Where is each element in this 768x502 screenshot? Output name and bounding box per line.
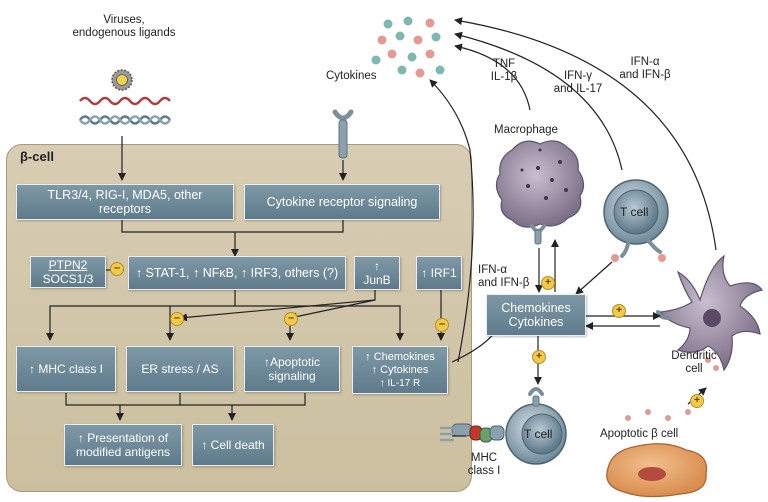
t-cell-upper bbox=[603, 179, 669, 262]
dendritic-cell bbox=[656, 254, 763, 372]
plus-badge-macrophage: + bbox=[541, 276, 555, 290]
extracellular-arrows bbox=[429, 17, 717, 437]
chemokines-inner-line2: ↑ Cytokines bbox=[371, 363, 429, 376]
cytokine-receptor-icon bbox=[332, 109, 354, 159]
cytokine-dots bbox=[371, 16, 445, 78]
virus-label-line2: endogenous ligands bbox=[72, 27, 176, 39]
ptpn2-line2: SOCS1/3 bbox=[42, 272, 94, 286]
presentation-box: ↑ Presentation of modified antigens bbox=[64, 424, 182, 466]
plus-badge-apoptotic: + bbox=[690, 394, 704, 408]
junb-box: ↑ JunB bbox=[354, 256, 400, 290]
plus-badge-tcell: + bbox=[532, 350, 546, 364]
dendritic-label-line2: cell bbox=[685, 363, 703, 375]
cytokines-top-label: Cytokines bbox=[326, 70, 377, 82]
chemokines-inner-line3: ↑ IL-17 R bbox=[379, 377, 421, 389]
tnf-label-line1: TNF bbox=[492, 58, 516, 70]
ptpn2-line1: PTPN2 bbox=[48, 258, 88, 272]
cell-death-box: ↑ Cell death bbox=[192, 424, 274, 466]
stat1-box: ↑ STAT-1, ↑ NFκB, ↑ IRF3, others (?) bbox=[128, 256, 346, 290]
mhc-class-i-box: ↑ MHC class I bbox=[16, 346, 116, 392]
er-stress-box: ER stress / AS bbox=[126, 346, 234, 392]
chemokines-center-line1: Chemokines bbox=[501, 301, 571, 315]
apoptotic-signaling-box: ↑Apoptotic signaling bbox=[244, 346, 340, 392]
ifna-mid-label-line2: and IFN-β bbox=[478, 277, 530, 289]
apoptotic-signaling-line1: ↑Apoptotic bbox=[263, 355, 321, 369]
ifng-label: IFN-γ and IL-17 bbox=[548, 70, 608, 96]
dendritic-label-line1: Dendritic bbox=[671, 350, 717, 362]
tnf-label: TNF IL-1β bbox=[484, 58, 524, 84]
ifna-mid-label-line1: IFN-α bbox=[478, 264, 508, 276]
irf1-box: ↑ IRF1 bbox=[416, 256, 462, 290]
apoptotic-beta-cell bbox=[606, 409, 708, 498]
chemokines-inner-line1: ↑ Chemokines bbox=[365, 350, 435, 363]
macrophage-label: Macrophage bbox=[494, 124, 558, 136]
ifna-mid-label: IFN-α and IFN-β bbox=[478, 264, 538, 290]
ifna-top-label-line1: IFN-α bbox=[630, 56, 660, 68]
dendritic-label: Dendritic cell bbox=[664, 350, 724, 376]
t-cell-upper-label: T cell bbox=[620, 205, 649, 219]
minus-badge-irf1: – bbox=[435, 318, 449, 332]
virus-particle-icon bbox=[111, 69, 133, 91]
ifng-label-line2: and IL-17 bbox=[553, 83, 603, 95]
t-cell-lower-label: T cell bbox=[524, 427, 553, 441]
ifng-label-line1: IFN-γ bbox=[563, 70, 593, 82]
presentation-line1: ↑ Presentation of bbox=[77, 431, 169, 445]
mhc-label: MHC class I bbox=[462, 452, 506, 478]
beta-cell-label: β-cell bbox=[20, 149, 54, 164]
tnf-label-line2: IL-1β bbox=[490, 71, 518, 83]
chemokines-center-line2: Cytokines bbox=[508, 315, 564, 329]
chemokines-center-box: Chemokines Cytokines bbox=[486, 294, 586, 336]
macrophage-cell bbox=[495, 140, 585, 245]
minus-badge-apoptotic: – bbox=[284, 312, 298, 326]
mhc-label-line1: MHC bbox=[470, 452, 498, 464]
nucleic-acid-icon bbox=[78, 96, 172, 125]
plus-badge-dendritic: + bbox=[612, 304, 626, 318]
apoptotic-beta-label: Apoptotic β cell bbox=[600, 428, 679, 440]
t-cell-lower bbox=[440, 387, 567, 465]
minus-badge-er: – bbox=[170, 312, 184, 326]
ifna-top-label: IFN-α and IFN-β bbox=[612, 56, 678, 82]
ptpn2-box: PTPN2 SOCS1/3 bbox=[30, 256, 106, 288]
virus-label: Viruses, endogenous ligands bbox=[64, 14, 184, 40]
beta-cell-arrows bbox=[46, 136, 445, 421]
apoptotic-signaling-line2: signaling bbox=[268, 369, 316, 383]
minus-badge-ptpn2: – bbox=[110, 262, 124, 276]
presentation-line2: modified antigens bbox=[75, 445, 171, 459]
chemokines-inner-box: ↑ Chemokines ↑ Cytokines ↑ IL-17 R bbox=[352, 346, 448, 394]
receptors-box: TLR3/4, RIG-I, MDA5, other receptors bbox=[16, 184, 234, 220]
ifna-top-label-line2: and IFN-β bbox=[619, 69, 671, 81]
mhc-label-line2: class I bbox=[467, 465, 501, 477]
virus-label-line1: Viruses, bbox=[103, 14, 145, 26]
cytokine-signaling-box: Cytokine receptor signaling bbox=[244, 184, 440, 220]
